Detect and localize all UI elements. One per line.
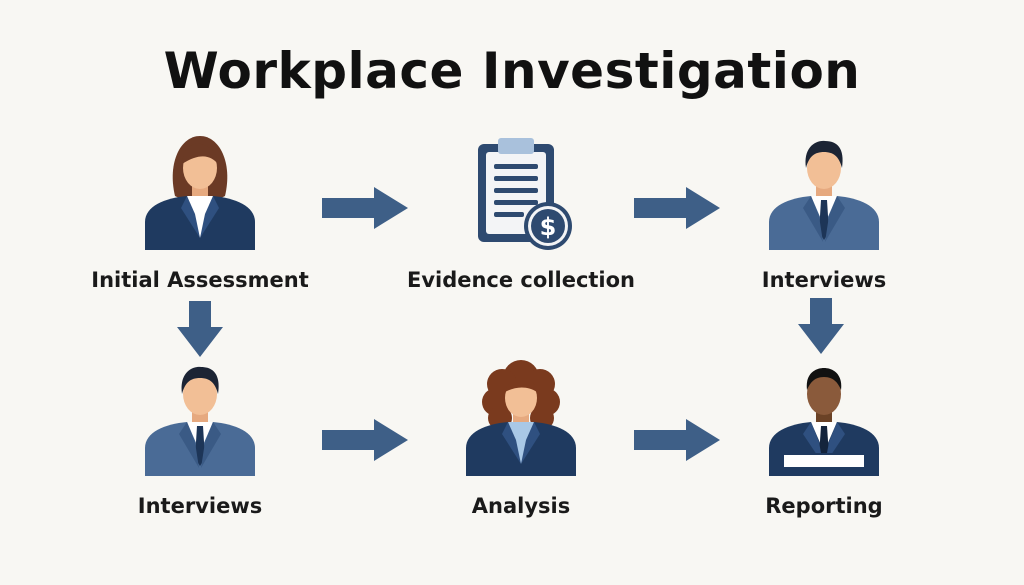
node-label: Reporting [765,494,883,518]
arrow-evidence-to-interviews [634,187,720,229]
node-evidence-collection: $ Evidence collection [401,134,641,292]
man-with-nameplate-icon [769,368,879,476]
node-analysis: Analysis [401,360,641,518]
diagram-title: Workplace Investigation [163,42,861,100]
man-in-suit-icon [145,366,255,476]
curly-hair-woman-icon [466,360,576,476]
arrow-analysis-to-reporting [634,419,720,461]
woman-investigator-icon [145,136,255,250]
man-in-suit-icon [769,140,879,250]
node-interviews-bottom: Interviews [80,360,320,518]
node-label: Analysis [471,494,571,518]
svg-text:$: $ [540,213,557,241]
node-label: Initial Assessment [91,268,309,292]
node-label: Interviews [761,268,887,292]
node-interviews-top: Interviews [704,134,944,292]
node-label: Interviews [137,494,263,518]
arrow-interviews-to-analysis [322,419,408,461]
node-label: Evidence collection [406,268,636,292]
clipboard-dollar-icon: $ [478,138,572,250]
node-initial-assessment: Initial Assessment [80,134,320,292]
arrow-interviews-to-reporting [798,298,844,354]
node-reporting: Reporting [704,360,944,518]
arrow-assessment-to-interviews [177,301,223,357]
arrow-assessment-to-evidence [322,187,408,229]
